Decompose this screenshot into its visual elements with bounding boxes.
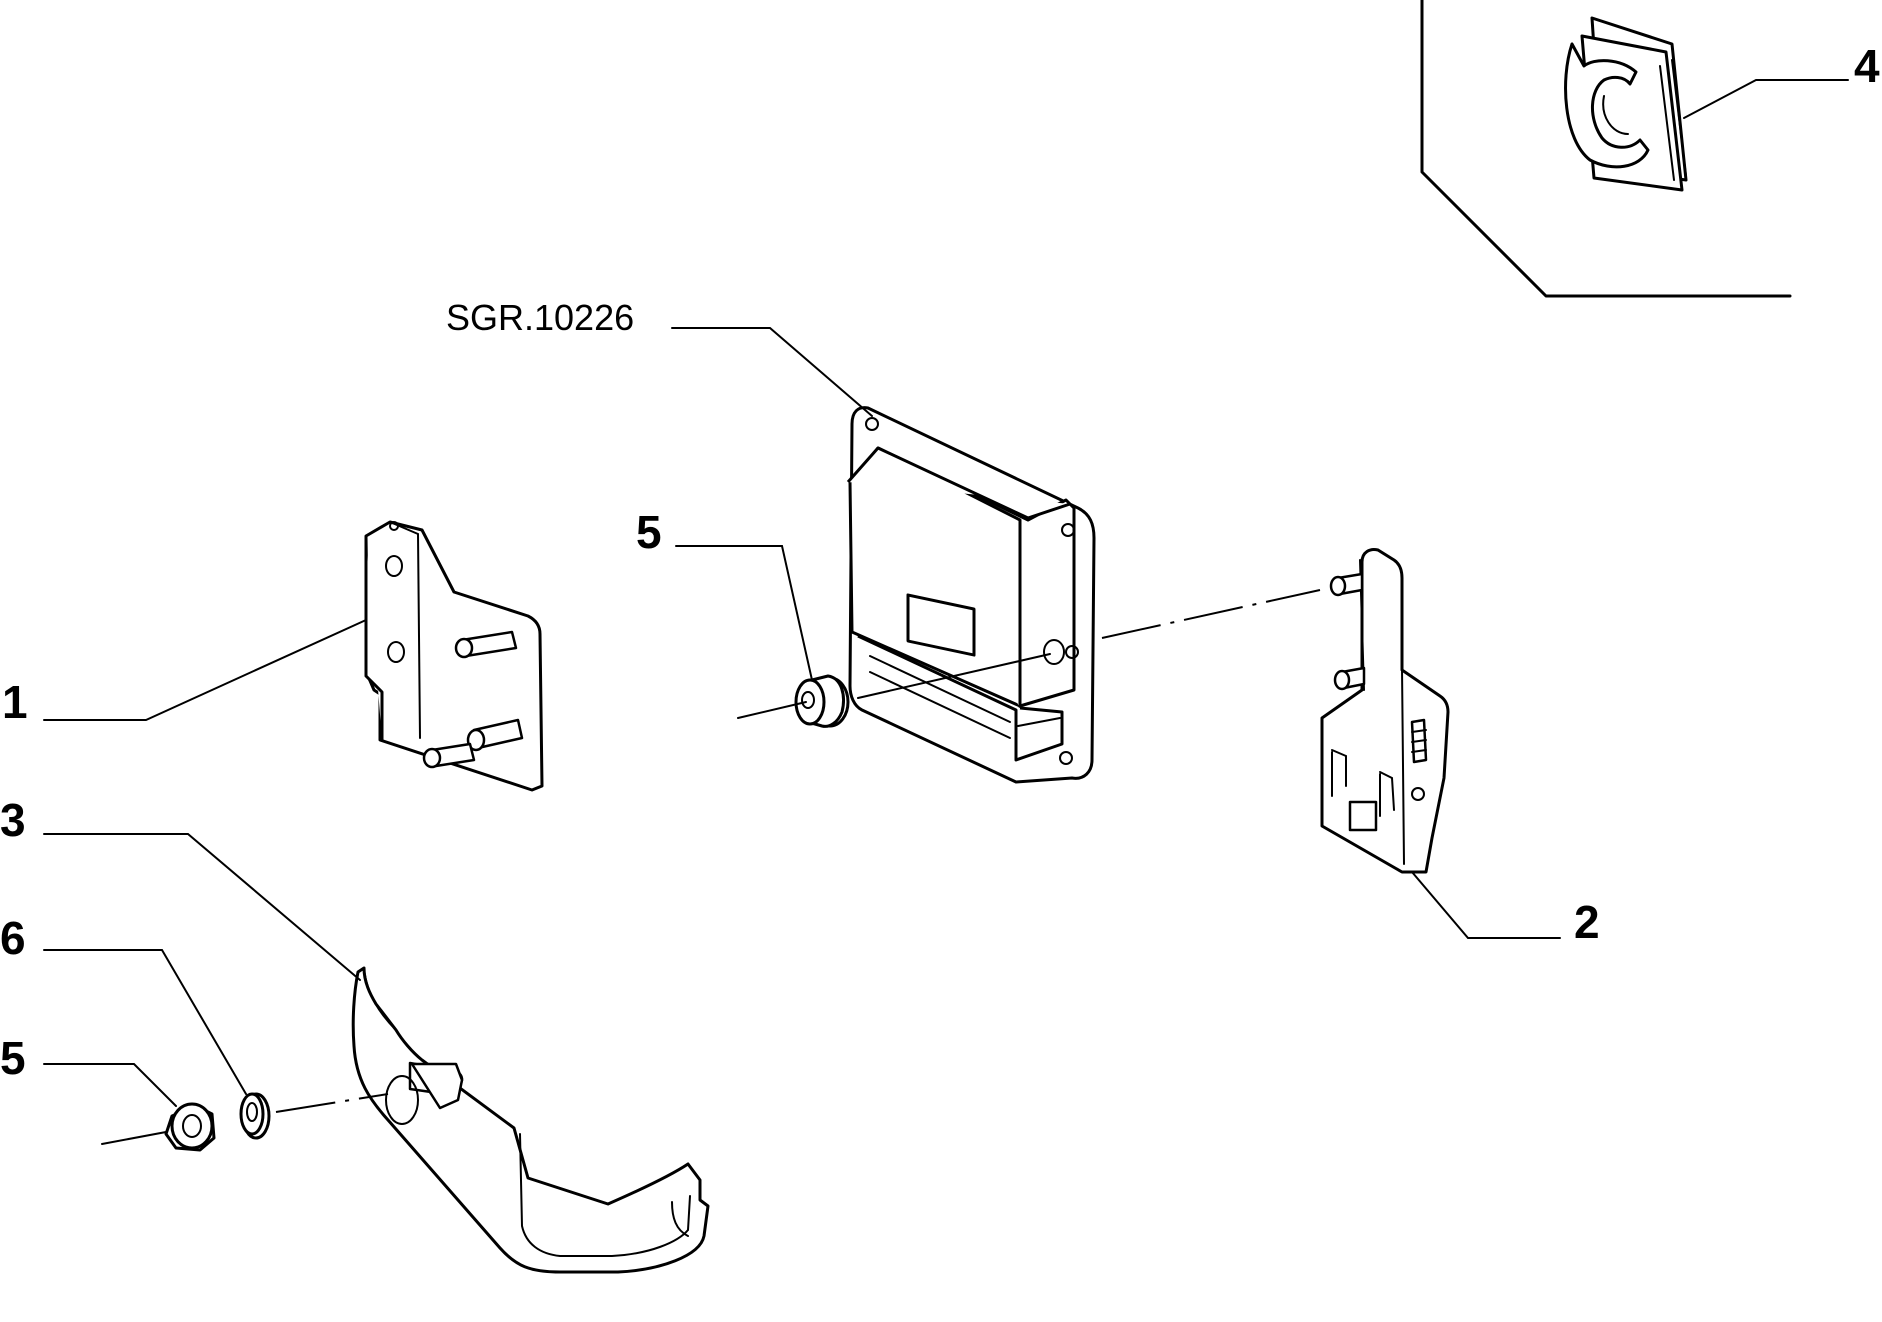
callout-1: 1: [2, 676, 28, 728]
part-5-bottom-nut: [164, 1102, 216, 1152]
callout-5-top: 5: [636, 506, 662, 558]
leader-lines: [43, 79, 1849, 1107]
assembly-axes: [101, 589, 1321, 1145]
part-6-washer: [239, 1092, 271, 1140]
callout-6: 6: [0, 912, 26, 964]
part-1-bracket: [364, 520, 544, 792]
callout-3: 3: [0, 794, 26, 846]
callout-4: 4: [1854, 40, 1880, 92]
callout-2: 2: [1574, 896, 1600, 948]
ecu-control-unit: [846, 406, 1096, 784]
inset-frame: [1420, 0, 1792, 298]
part-5-top-nut: [794, 674, 850, 728]
part-4-clip: [1564, 16, 1688, 192]
part-3-shield: [351, 966, 710, 1274]
reference-code-label: SGR.10226: [446, 297, 634, 338]
part-2-bracket: [1320, 548, 1450, 874]
callout-labels: SGR.10226 4 5 1 2 3 6 5: [0, 40, 1880, 1084]
callout-5-bottom: 5: [0, 1032, 26, 1084]
